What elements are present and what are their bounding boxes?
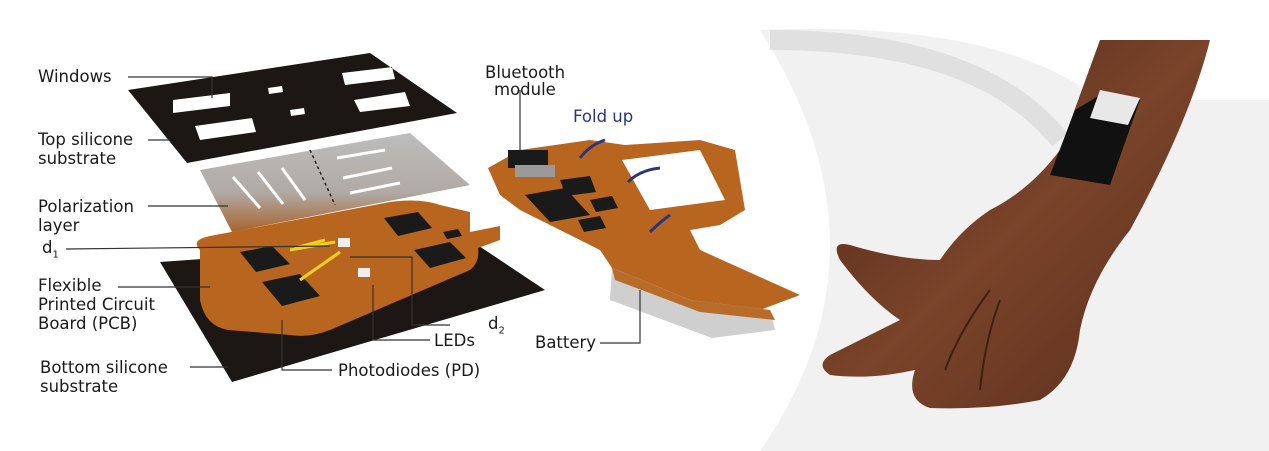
label-pcb-line2: Printed Circuit <box>38 295 155 314</box>
label-windows: Windows <box>38 67 112 86</box>
d2-subscript: 2 <box>498 325 505 337</box>
led-chip <box>338 238 350 247</box>
fold-arrows <box>578 138 671 234</box>
polarization-layer <box>200 133 470 232</box>
leader-lines <box>65 76 641 371</box>
label-fold-up: Fold up <box>573 107 634 126</box>
pcb-chips <box>240 212 466 306</box>
label-top-substrate-line2: substrate <box>38 149 117 168</box>
label-bluetooth-line1: Bluetooth <box>485 63 566 82</box>
label-polarization-line1: Polarization <box>38 197 134 216</box>
label-pcb-line1: Flexible <box>38 276 102 295</box>
top-silicone-substrate <box>128 53 457 163</box>
label-pcb-line3: Board (PCB) <box>38 314 138 333</box>
label-bluetooth-line2: module <box>494 80 556 99</box>
flexible-pcb <box>196 200 500 336</box>
label-bottom-substrate-line1: Bottom silicone <box>40 358 168 377</box>
d1-subscript: 1 <box>52 249 59 261</box>
board-components <box>508 150 618 232</box>
d2-text: d <box>488 314 499 333</box>
label-photodiodes: Photodiodes (PD) <box>338 361 481 380</box>
label-battery: Battery <box>535 333 597 352</box>
label-d1: d1 <box>42 238 59 264</box>
label-top-substrate-line1: Top silicone <box>38 130 134 149</box>
photodiode-chip <box>358 268 370 277</box>
polarization-arrows <box>231 148 401 209</box>
d1-text: d <box>42 238 53 257</box>
label-polarization-line2: layer <box>38 216 80 235</box>
label-bottom-substrate-line2: substrate <box>40 377 119 396</box>
label-d2: d2 <box>488 314 505 340</box>
label-leds: LEDs <box>434 331 475 350</box>
